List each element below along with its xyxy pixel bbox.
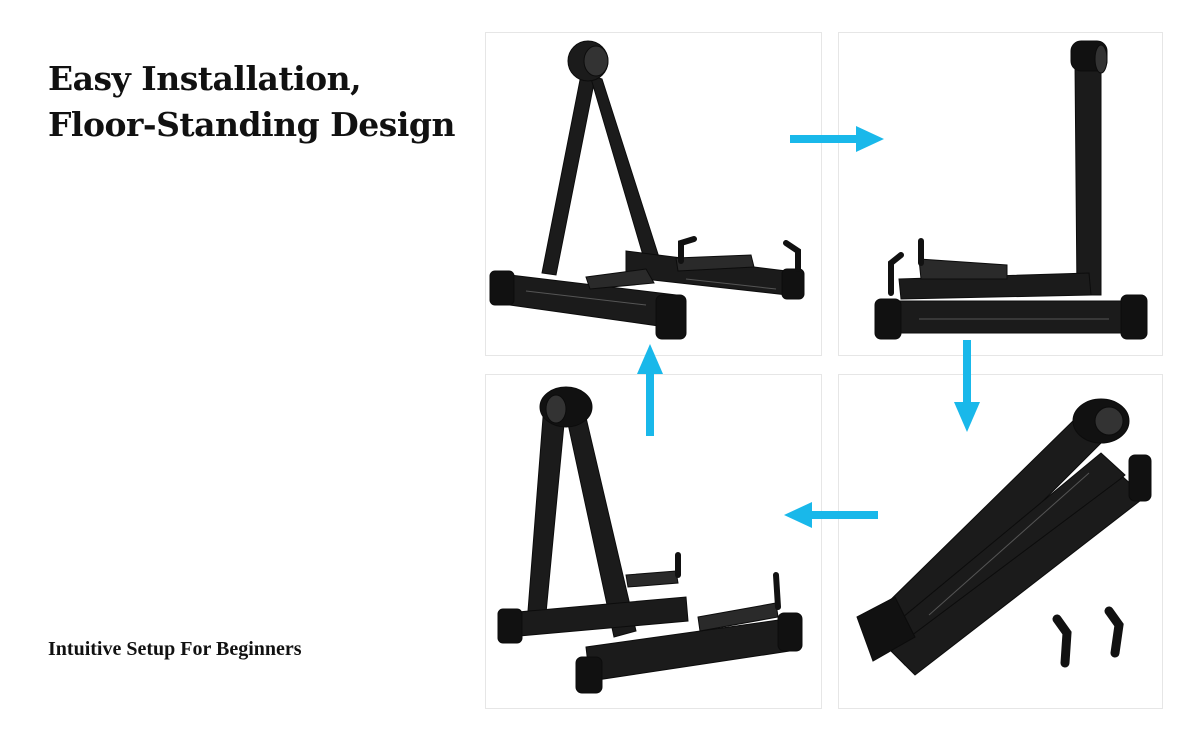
step-2-image — [838, 32, 1163, 356]
headline-line-2: Floor-Standing Design — [48, 105, 455, 144]
guitar-stand-assembled-angled-illustration — [497, 386, 803, 694]
arrow-left-icon — [782, 502, 878, 528]
subheading: Intuitive Setup For Beginners — [48, 638, 302, 660]
guitar-stand-folded-illustration — [856, 398, 1152, 676]
arrow-up-icon — [637, 342, 663, 436]
headline: Easy Installation, Floor-Standing Design — [48, 56, 455, 148]
step-3-image — [838, 374, 1163, 709]
arrow-right-icon — [790, 126, 886, 152]
arrow-down-icon — [954, 340, 980, 434]
guitar-stand-assembled-illustration — [489, 40, 805, 340]
guitar-stand-arm-raised-illustration — [874, 40, 1148, 340]
step-1-image — [485, 32, 822, 356]
headline-line-1: Easy Installation, — [48, 59, 362, 98]
